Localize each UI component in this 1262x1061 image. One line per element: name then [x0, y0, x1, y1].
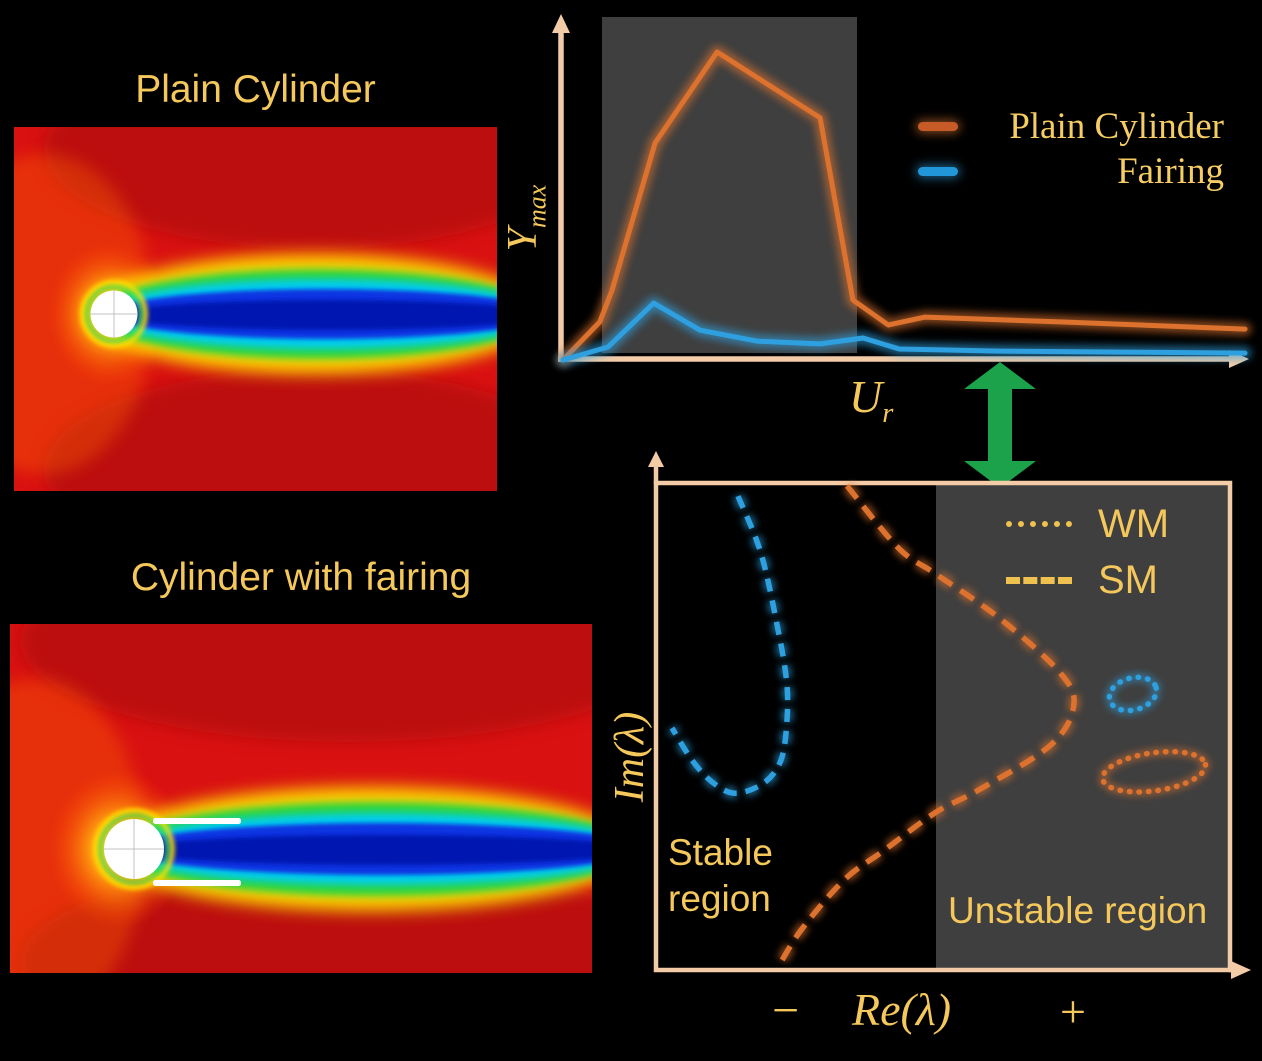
fairing-line-swatch: [918, 167, 958, 176]
ur-base: U: [849, 371, 883, 422]
plain-cylinder-title: Plain Cylinder: [135, 68, 376, 111]
fairing-legend-label: Fairing: [1117, 151, 1224, 192]
re-axis-plus-sign: +: [1060, 986, 1086, 1037]
series-glow-SM Fairing: [666, 493, 794, 800]
cylinder-rim-yellow: [93, 808, 175, 890]
series-Plain Cylinder: [560, 49, 1248, 363]
upper-vorticity-lobe: [20, 624, 592, 742]
series-WM Fairing: [1106, 674, 1160, 714]
fairing-cylinder-title: Cylinder with fairing: [130, 556, 472, 599]
amplitude-legend: Plain Cylinder Fairing: [918, 104, 1224, 194]
cylinder-rim-yellow: [80, 280, 148, 348]
stab-y-axis-arrowhead: [648, 451, 664, 467]
sm-dashed-line-swatch: [1006, 576, 1072, 584]
unstable-shaded-region: [936, 485, 1228, 968]
stable-region-label: Stable region: [668, 832, 773, 920]
stability-x-axis-label: Re(λ): [852, 984, 952, 1035]
ymax-base: Y: [500, 228, 546, 252]
series-SM Plain Cylinder: [775, 484, 1077, 969]
double-arrow-shape: [964, 362, 1036, 488]
wm-dotted-line-swatch: [1006, 521, 1072, 527]
fairing-plate-bottom: [153, 880, 241, 886]
legend-row-plain-cylinder: Plain Cylinder: [918, 104, 1224, 149]
legend-row-wm: WM: [1006, 501, 1170, 546]
amplitude-x-axis-label: Ur: [849, 370, 893, 430]
wm-legend-label: WM: [1098, 501, 1170, 546]
amplitude-y-axis-label: Ymax: [499, 143, 551, 293]
legend-row-sm: SM: [1006, 557, 1169, 602]
amplitude-chart: [552, 14, 1252, 368]
plain-cylinder-flow-image: [14, 127, 497, 491]
fairing-plate-top: [153, 818, 241, 824]
stability-y-axis-label: Im(λ): [607, 711, 653, 803]
fairing-cylinder-flow-image: [10, 624, 592, 973]
stability-chart: [648, 451, 1251, 979]
stability-plot-box: [653, 480, 1233, 973]
sm-legend-label: SM: [1098, 557, 1158, 602]
series-SM Fairing: [669, 495, 791, 796]
series-Fairing: [560, 300, 1248, 363]
stab-x-axis-arrowhead: [1231, 961, 1251, 979]
amp-y-axis-arrowhead: [552, 14, 570, 33]
cylinder-rim-green: [85, 285, 143, 343]
ymax-sub: max: [522, 184, 552, 229]
wake-core: [127, 835, 592, 865]
re-axis-minus-sign: −: [772, 984, 800, 1037]
legend-row-fairing: Fairing: [918, 149, 1224, 194]
unstable-region-label: Unstable region: [948, 890, 1208, 931]
plain-cylinder-legend-label: Plain Cylinder: [1009, 106, 1224, 147]
stability-legend: WM SM: [1006, 501, 1170, 615]
coupling-arrow: [964, 362, 1036, 488]
ur-sub: r: [882, 398, 894, 430]
plain-cylinder-line-swatch: [918, 122, 958, 131]
lower-vorticity-lobe: [44, 369, 497, 491]
wake-core: [113, 300, 497, 330]
cylinder-rim-green: [98, 813, 170, 885]
series-WM Plain Cylinder: [1099, 748, 1209, 795]
upper-vorticity-lobe: [44, 127, 497, 249]
